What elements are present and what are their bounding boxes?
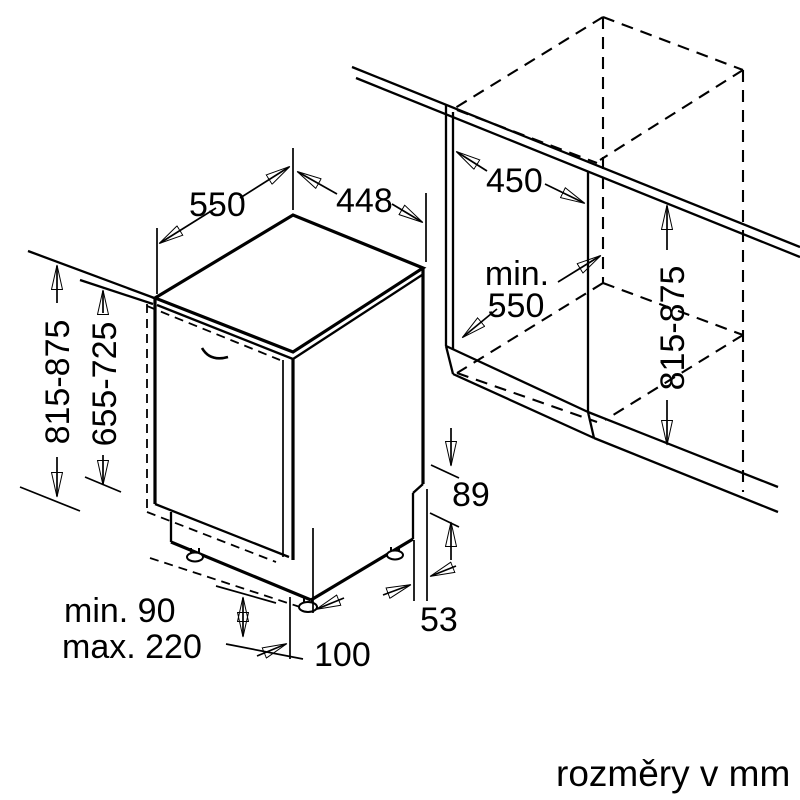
dim-notch-height: 89: [429, 428, 490, 560]
furniture-door-dashed: [146, 304, 281, 563]
foot-front: [298, 601, 318, 613]
niche-outline-dashed: [454, 16, 745, 492]
units-caption: rozměry v mm: [556, 753, 790, 794]
dim-label-89: 89: [452, 476, 490, 514]
dim-label-53: 53: [420, 601, 458, 639]
dim-appliance-height: 815-875: [19, 266, 81, 512]
worktop-lines: [27, 65, 800, 306]
dim-label-min550-value: 550: [488, 287, 545, 325]
dim-label-100: 100: [314, 636, 371, 674]
dim-label-min-90: min. 90: [64, 592, 176, 630]
dim-label-815-875-left: 815-875: [39, 320, 77, 445]
foot-left: [186, 551, 204, 563]
dim-label-550: 550: [189, 186, 246, 224]
dim-appliance-depth: 550: [156, 148, 294, 294]
dim-label-max-220: max. 220: [62, 628, 202, 666]
dim-label-448: 448: [336, 182, 393, 220]
dim-door-panel-height: 655-725: [84, 291, 124, 493]
dim-foot-inset: 100: [256, 528, 371, 674]
foot-right: [386, 549, 404, 561]
dim-label-655-725: 655-725: [86, 322, 124, 447]
door-handle: [200, 347, 229, 360]
dim-notch-depth: 53: [382, 489, 458, 639]
dim-label-450: 450: [486, 162, 543, 200]
dim-appliance-width: 448: [298, 172, 427, 262]
niche-cabinet: [444, 105, 779, 514]
dim-niche-height: 815-875: [654, 206, 692, 444]
adjustable-feet: [186, 546, 404, 613]
dim-label-min550-prefix: min.: [485, 255, 549, 293]
dim-niche-depth: min. 550: [463, 255, 600, 337]
dim-label-815-875-right: 815-875: [654, 266, 692, 391]
dim-plinth-height: min. 90 max. 220: [62, 585, 304, 666]
dim-niche-width: 450: [457, 152, 584, 203]
